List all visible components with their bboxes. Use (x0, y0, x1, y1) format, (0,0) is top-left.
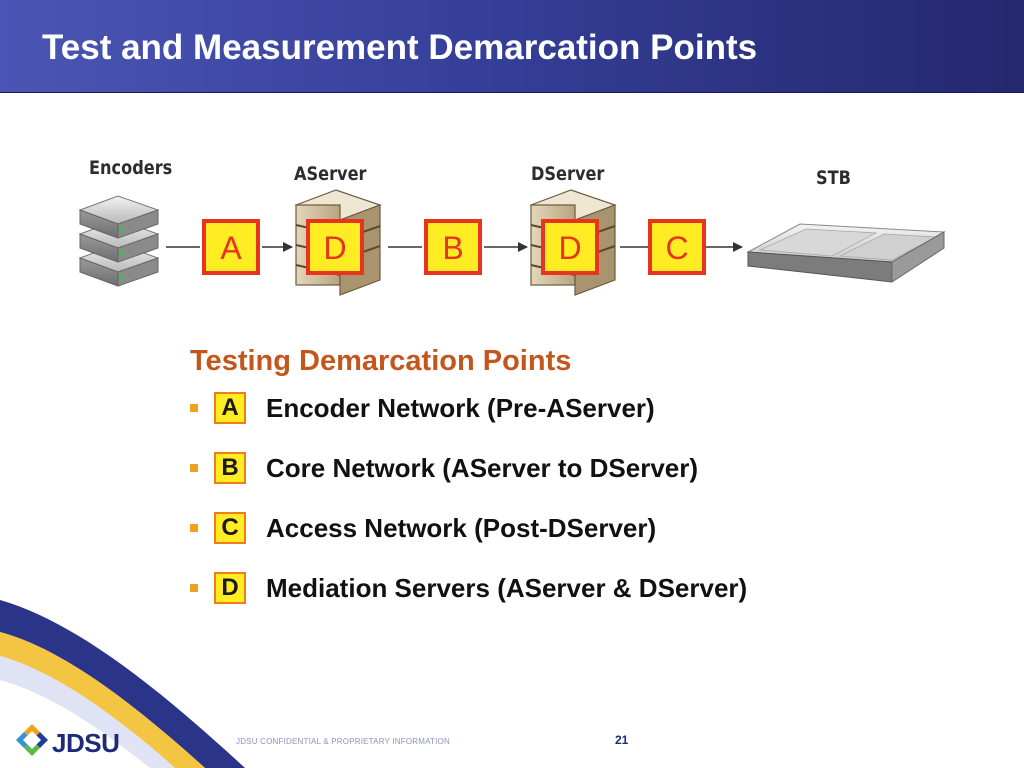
square-bullet-icon (190, 464, 198, 472)
page-number: 21 (615, 733, 629, 747)
item-text: Core Network (AServer to DServer) (266, 453, 699, 483)
slide-title: Test and Measurement Demarcation Points (42, 28, 758, 67)
svg-text:A: A (220, 230, 242, 266)
svg-text:B: B (442, 230, 463, 266)
section-subtitle: Testing Demarcation Points (190, 345, 572, 377)
svg-text:D: D (323, 230, 346, 266)
demarcation-diagram: Encoders AServer DServer STB (0, 0, 1024, 330)
badge-c: C (214, 512, 246, 544)
encoder-stack-icon (78, 195, 160, 287)
jdsu-logo-icon (16, 724, 48, 756)
footer-swoosh (0, 600, 245, 768)
badge-a: A (214, 392, 246, 424)
marker-b: B (424, 219, 482, 275)
node-label-aserver: AServer (294, 163, 367, 185)
title-bar: Test and Measurement Demarcation Points (0, 0, 1024, 93)
logo-text: JDSU (52, 728, 120, 758)
item-text: Encoder Network (Pre-AServer) (266, 393, 655, 423)
node-label-encoders: Encoders (89, 157, 173, 179)
square-bullet-icon (190, 584, 198, 592)
item-text: Mediation Servers (AServer & DServer) (266, 573, 748, 603)
node-label-stb: STB (816, 167, 851, 189)
diagram-graphics: A D B D C (78, 189, 946, 296)
set-top-box-icon (746, 223, 946, 283)
marker-d-dserver: D (541, 219, 599, 275)
badge-d: D (214, 572, 246, 604)
badge-b: B (214, 452, 246, 484)
item-text: Access Network (Post-DServer) (266, 513, 657, 543)
node-label-dserver: DServer (531, 163, 605, 185)
marker-d-aserver: D (306, 219, 364, 275)
svg-text:D: D (558, 230, 581, 266)
square-bullet-icon (190, 404, 198, 412)
marker-c: C (648, 219, 706, 275)
square-bullet-icon (190, 524, 198, 532)
marker-a: A (202, 219, 260, 275)
confidential-notice: JDSU CONFIDENTIAL & PROPRIETARY INFORMAT… (236, 737, 450, 746)
svg-text:C: C (665, 230, 688, 266)
